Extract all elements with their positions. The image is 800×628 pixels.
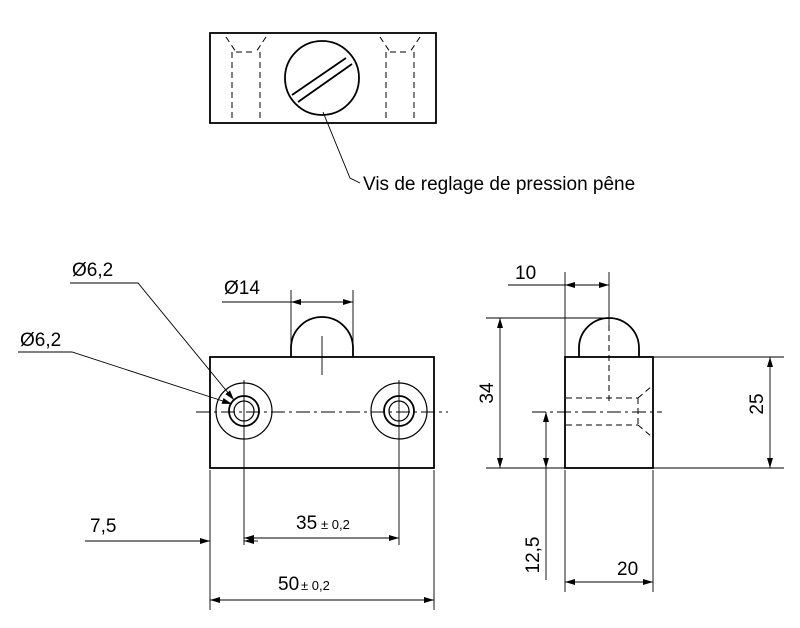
dim-depth-label: 20	[617, 559, 638, 580]
side-hidden-hole	[566, 325, 653, 438]
dim-length-label: 50	[278, 574, 299, 595]
top-left-hidden-hole	[225, 36, 267, 122]
dim-height-total-label: 34	[477, 382, 498, 404]
adjusting-screw-head	[284, 40, 360, 116]
top-view-outline	[209, 32, 437, 124]
dia-hole-2-label: Ø6,2	[20, 330, 61, 351]
dia-hole-2-leader	[18, 351, 233, 405]
dim-height-body-label: 25	[747, 393, 768, 414]
dim-offset-label: 7,5	[90, 516, 116, 537]
dia-hole-1-label: Ø6,2	[72, 260, 113, 281]
dim-side-top-label: 10	[515, 263, 536, 284]
screw-note-leader	[322, 111, 361, 184]
dim-hole-height-label: 12,5	[523, 537, 544, 574]
side-body-outline	[564, 356, 654, 469]
top-view: Vis de reglage de pression pêne	[209, 32, 635, 195]
left-counterbored-hole	[215, 380, 273, 545]
side-view: 10 34 25 12,5 20	[477, 263, 784, 592]
dim-spacing-label: 35	[296, 513, 317, 534]
front-boss	[290, 316, 354, 357]
front-view: Ø6,2 Ø6,2 Ø14 7,5 35 ± 0,2 50 ± 0,2	[18, 260, 448, 610]
dim-boss-label: Ø14	[224, 278, 260, 299]
dia-hole-1-leader	[70, 282, 235, 401]
dim-length-tolerance: ± 0,2	[301, 578, 330, 593]
screw-note-label: Vis de reglage de pression pêne	[363, 174, 635, 195]
top-right-hidden-hole	[379, 36, 421, 122]
dim-spacing-tolerance: ± 0,2	[321, 517, 350, 532]
right-counterbored-hole	[370, 380, 428, 545]
